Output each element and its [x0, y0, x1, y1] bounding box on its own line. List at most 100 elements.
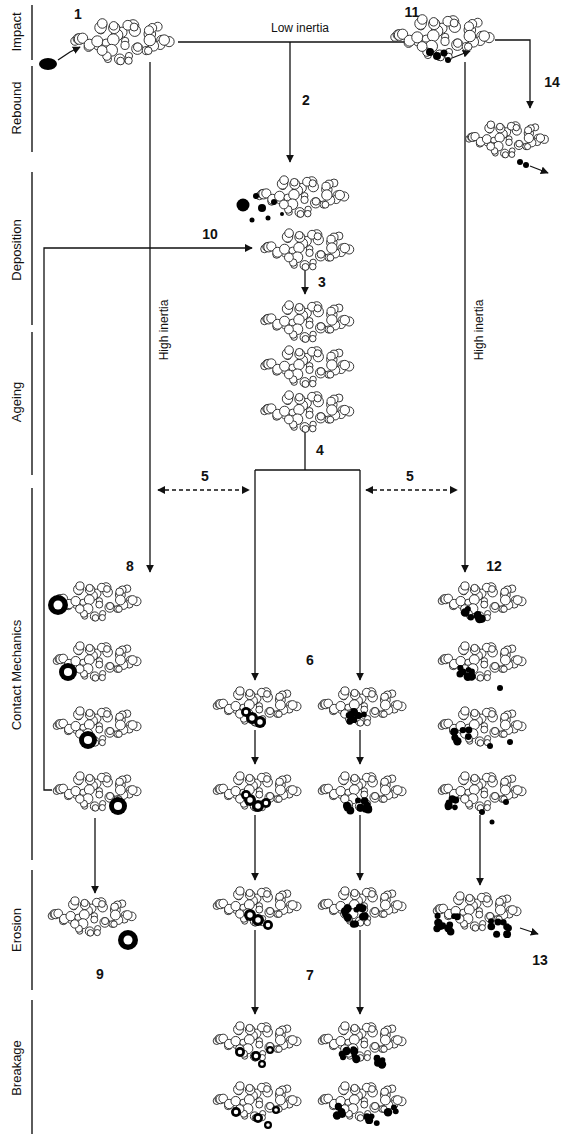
fibre-grain — [86, 584, 93, 591]
deposit-particle — [362, 806, 369, 813]
fibre-grain — [134, 43, 142, 51]
deposit-particle — [251, 1051, 261, 1061]
fibre-grain — [496, 124, 505, 133]
fibre-grain — [381, 693, 389, 701]
fibre-grain — [317, 413, 325, 421]
fibre-aggregate — [438, 772, 526, 811]
fibre-grain — [464, 30, 476, 42]
fibre-grain — [236, 887, 244, 895]
deposit-particle — [253, 1113, 263, 1123]
fibre-grain — [417, 42, 427, 52]
fibre-grain — [316, 323, 326, 333]
stage-label: Breakage — [10, 1040, 23, 1096]
deposit-particle — [465, 606, 471, 612]
fibre-grain — [370, 1103, 380, 1113]
fibre-grain — [370, 793, 380, 803]
stage-bracket — [31, 332, 33, 475]
fibre-aggregate — [261, 391, 354, 433]
fibre-grain — [461, 707, 469, 715]
fibre-grain — [117, 57, 125, 65]
deposit-particle — [503, 930, 511, 938]
fibre-grain — [105, 603, 115, 613]
deposit-particle — [452, 805, 458, 811]
fibre-grain — [265, 708, 275, 718]
deposit-particle — [384, 1108, 392, 1116]
fibre-grain — [479, 31, 489, 41]
fibre-aggregate — [318, 687, 406, 726]
deposit-core — [54, 601, 63, 610]
fibre-grain — [349, 785, 359, 795]
fibre-grain — [497, 123, 504, 130]
fibre-grain — [469, 595, 479, 605]
deposit — [364, 1113, 380, 1126]
fibre-grain — [524, 133, 533, 142]
fibre-grain — [327, 416, 334, 423]
fibre-grain — [475, 737, 484, 746]
deposit — [384, 1105, 399, 1117]
fibre-grain — [525, 144, 531, 150]
fibre-grain — [284, 415, 293, 424]
deposit-particle — [441, 50, 448, 57]
fibre-grain — [295, 348, 303, 356]
fibre-grain — [310, 380, 316, 386]
fibre-grain — [450, 19, 458, 27]
fibre-grain — [92, 36, 103, 47]
fibre-grain — [236, 910, 244, 918]
fibre-grain — [500, 655, 510, 665]
fibre-aggregate — [53, 642, 141, 681]
fibre-grain — [114, 54, 125, 65]
fibre-grain — [305, 210, 311, 216]
deposit-particle — [465, 733, 472, 740]
fibre-grain — [294, 404, 304, 414]
fibre-grain — [264, 891, 271, 898]
fibre-grain — [130, 23, 138, 31]
deposit — [237, 193, 285, 223]
fibre-grain — [310, 335, 316, 341]
fibre-grain — [381, 1028, 389, 1036]
fibre-grain — [266, 908, 273, 915]
fibre-grain — [121, 41, 129, 49]
deposit-particle — [352, 1053, 358, 1059]
fibre-grain — [144, 47, 152, 55]
fibre-grain — [276, 693, 284, 701]
deposit-core — [244, 793, 249, 798]
deposit-particle — [369, 1113, 375, 1119]
fibre-grain — [441, 37, 449, 45]
deposit-particle — [435, 913, 441, 919]
fibre-grain — [369, 891, 376, 898]
deposit-particle — [352, 921, 359, 928]
flow-arrow — [94, 818, 95, 893]
fibre-grain — [393, 1036, 402, 1045]
fibre-grain — [341, 1082, 349, 1090]
stage-bracket — [31, 1000, 33, 1134]
fibre-grain — [92, 675, 99, 682]
deposit-core — [266, 923, 271, 928]
fibre-grain — [306, 321, 313, 328]
flow-arrows — [44, 40, 548, 1014]
fibre-grain — [525, 127, 532, 134]
fibre-grain — [101, 918, 108, 925]
fibre-grain — [477, 740, 484, 747]
fibre-grain — [429, 18, 440, 29]
deposit-particle — [109, 797, 127, 815]
fibre-grain — [116, 606, 122, 612]
path-label: High inertia — [158, 300, 170, 361]
fibre-grain — [71, 920, 79, 928]
deposit — [450, 726, 472, 745]
fibre-grain — [256, 706, 263, 713]
fibre-grain — [285, 391, 294, 400]
deposit — [487, 739, 513, 749]
flow-arrow — [44, 248, 252, 790]
fibre-grain — [84, 720, 94, 730]
fibre-grain — [371, 1103, 378, 1110]
deposit-particle — [487, 923, 495, 931]
deposit-particle — [356, 903, 364, 911]
fibre-grain — [302, 380, 309, 387]
fibre-grain — [276, 1088, 284, 1096]
stage-bracket — [31, 66, 33, 152]
deposit-particle — [507, 739, 513, 745]
fibre-grain — [284, 253, 293, 262]
fibre-grain — [116, 588, 124, 596]
callout-number: 8 — [126, 559, 134, 573]
fibre-grain — [429, 18, 437, 26]
